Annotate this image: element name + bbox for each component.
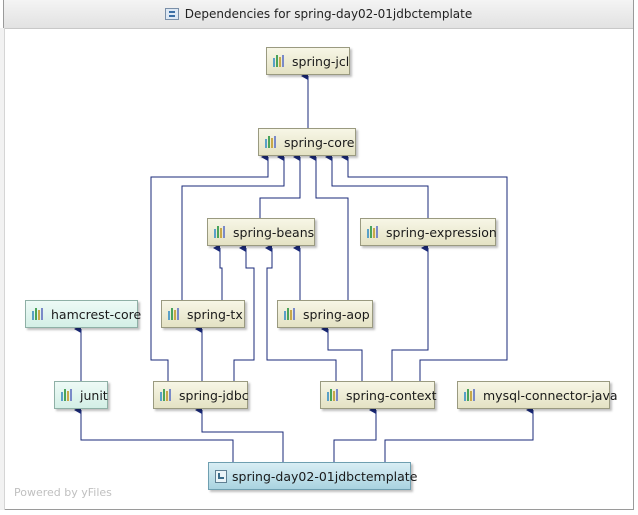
node-label: spring-tx	[187, 306, 243, 322]
node-spring-aop[interactable]: spring-aop	[277, 300, 373, 328]
node-label: spring-expression	[386, 224, 497, 240]
node-label: spring-beans	[233, 224, 315, 240]
edge-root-context	[333, 406, 377, 462]
node-hamcrest-core[interactable]: hamcrest-core	[25, 300, 142, 328]
node-label: spring-jcl	[292, 53, 350, 69]
library-books-icon	[32, 308, 46, 320]
node-label: spring-day02-01jdbctemplate	[232, 468, 418, 484]
node-mysql-connector-java[interactable]: mysql-connector-java	[457, 381, 618, 409]
diagram-icon	[164, 8, 179, 20]
node-spring-jdbc[interactable]: spring-jdbc	[153, 381, 249, 409]
edge-context-core	[341, 153, 508, 381]
node-spring-context[interactable]: spring-context	[320, 381, 437, 409]
node-spring-core[interactable]: spring-core	[258, 128, 356, 156]
library-books-icon	[160, 389, 174, 401]
node-root-module[interactable]: spring-day02-01jdbctemplate	[208, 462, 417, 490]
module-icon	[215, 469, 227, 483]
library-books-icon	[464, 389, 478, 401]
node-label: spring-core	[284, 134, 355, 150]
node-spring-jcl[interactable]: spring-jcl	[266, 47, 350, 75]
edge-context-aop	[321, 325, 363, 381]
library-books-icon	[168, 308, 182, 320]
library-books-icon	[367, 226, 381, 238]
edge-root-jdbc	[195, 406, 284, 462]
left-gutter	[0, 28, 5, 510]
library-books-icon	[214, 226, 228, 238]
edge-context-expression	[391, 244, 429, 381]
node-spring-expression[interactable]: spring-expression	[360, 218, 497, 246]
node-label: spring-jdbc	[179, 387, 249, 403]
library-books-icon	[61, 389, 75, 401]
library-books-icon	[273, 55, 287, 67]
edge-beans-core	[259, 153, 301, 218]
edge-expression-core	[325, 153, 429, 218]
node-label: hamcrest-core	[51, 306, 142, 322]
library-books-icon	[284, 308, 298, 320]
node-label: spring-context	[346, 387, 437, 403]
edge-aop-core	[309, 153, 349, 300]
edge-tx-beans	[213, 244, 223, 300]
window-title: Dependencies for spring-day02-01jdbctemp…	[184, 7, 473, 21]
edge-root-junit	[74, 406, 234, 462]
node-spring-tx[interactable]: spring-tx	[161, 300, 245, 328]
node-label: spring-aop	[303, 306, 370, 322]
node-spring-beans[interactable]: spring-beans	[207, 218, 315, 246]
edge-jdbc-core	[150, 153, 269, 381]
edge-root-mysql	[384, 406, 534, 462]
edge-tx-core	[181, 153, 285, 300]
yfiles-watermark: Powered by yFiles	[14, 486, 112, 499]
node-label: junit	[80, 387, 108, 403]
library-books-icon	[265, 136, 279, 148]
dependency-diagram-window	[3, 0, 634, 510]
node-junit[interactable]: junit	[54, 381, 108, 409]
window-titlebar: Dependencies for spring-day02-01jdbctemp…	[4, 0, 633, 29]
edge-context-beans	[265, 244, 337, 381]
edge-jdbc-beans	[233, 244, 255, 381]
node-label: mysql-connector-java	[483, 387, 618, 403]
library-books-icon	[327, 389, 341, 401]
